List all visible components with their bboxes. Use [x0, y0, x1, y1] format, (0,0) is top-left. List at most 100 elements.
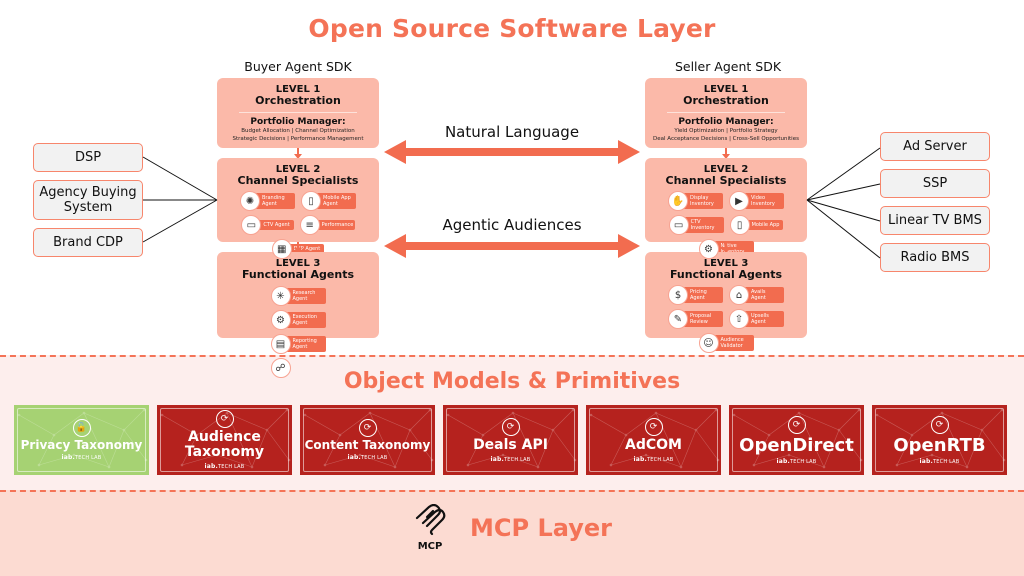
connector-line	[806, 199, 881, 222]
iab-tech-lab-logo: iab.TECH LAB	[348, 454, 388, 461]
brand-bold: iab.	[204, 463, 219, 470]
level-label: LEVEL 2	[703, 164, 749, 175]
brand-text: TECH LAB	[361, 455, 388, 461]
network-icon: ✳	[270, 286, 291, 306]
mcp-logo-icon	[415, 503, 446, 536]
mobile-icon: ▯	[729, 215, 750, 235]
tile-name: OpenDirect	[739, 434, 854, 456]
tile-border	[732, 408, 861, 472]
tile-name: Content Taxonomy	[304, 438, 431, 452]
buyer-system-box: Brand CDP	[33, 228, 143, 257]
seller-level2-box: LEVEL 2 Channel Specialists ✋Display Inv…	[645, 158, 807, 259]
connector-line	[806, 183, 881, 201]
brand-text: TECH LAB	[647, 456, 674, 463]
agent-item: ⚙Execution Agent	[270, 310, 326, 330]
agent-list: ✺Branding Agent ▯Mobile App Agent ▭CTV Age…	[217, 187, 379, 259]
buyer-level1-box: LEVEL 1 Orchestration Portfolio Manager:…	[217, 78, 379, 148]
portfolio-manager-line: Deal Acceptance Decisions | Cross-Sell O…	[653, 136, 799, 142]
brand-text: TECH LAB	[75, 455, 102, 461]
agent-item: ✺Branding Agent	[240, 191, 295, 211]
tv-icon: ▭	[668, 215, 689, 235]
agent-label: Proposal Review	[683, 311, 723, 327]
agent-label: Display Inventory	[683, 193, 723, 209]
display-hand-icon: ✋	[668, 191, 688, 211]
tile-name: AdCOM	[625, 436, 682, 453]
level-name: Channel Specialists	[237, 174, 359, 187]
lock-open-icon: 🔓	[72, 419, 91, 437]
buyer-system-box: Agency Buying System	[33, 180, 143, 220]
agent-item: ▤Reporting Agent	[270, 334, 326, 354]
agent-item: ▭CTV Inventory	[668, 215, 724, 235]
down-arrow	[294, 242, 302, 253]
divider	[239, 112, 357, 113]
agent-item: ✎Proposal Review	[668, 309, 723, 329]
mobile-icon: ▯	[301, 191, 321, 211]
seller-system-box: Ad Server	[880, 132, 990, 161]
agent-item: $Pricing Agent	[668, 285, 723, 305]
agent-label: Research Agent	[285, 288, 326, 304]
natural-language-label: Natural Language	[444, 123, 580, 141]
buyer-system-box: DSP	[33, 143, 143, 172]
level-label: LEVEL 3	[703, 258, 749, 269]
agent-item: ⇧Upsells Agent	[729, 309, 784, 329]
dsp-icon: ▦	[271, 239, 292, 259]
tile-border	[589, 408, 718, 472]
agent-label: Execution Agent	[285, 312, 326, 328]
agent-item: ✳Research Agent	[270, 286, 326, 306]
avails-icon: ⌂	[729, 285, 749, 305]
level-name: Orchestration	[683, 94, 769, 107]
brand-text: TECH LAB	[218, 464, 245, 470]
execution-gear-icon: ⚙	[270, 310, 291, 330]
object-tile: ⟳Audience Taxonomy iab.TECH LAB	[157, 405, 292, 475]
agent-item: ✋Display Inventory	[668, 191, 723, 211]
mcp-logo-text: MCP	[417, 541, 443, 552]
tv-icon: ▭	[241, 215, 262, 235]
agentic-audiences-arrow	[384, 234, 640, 258]
seller-level1-box: LEVEL 1 Orchestration Portfolio Manager:…	[645, 78, 807, 148]
network-pattern	[17, 408, 148, 469]
agent-label: Performance	[314, 220, 355, 230]
seller-level3-box: LEVEL 3 Functional Agents $Pricing Agent…	[645, 252, 807, 353]
natural-language-arrow	[384, 140, 640, 164]
brand-bold: iab.	[633, 455, 648, 463]
cube-cycle-icon: ⟳	[644, 417, 663, 436]
agent-list: ✋Display Inventory ▶Video Inventory▭CTV I…	[645, 187, 807, 259]
down-arrow	[722, 242, 730, 253]
tile-name: Audience Taxonomy	[184, 429, 265, 460]
agent-item: ▯Mobile App Agent	[301, 191, 356, 211]
buyer-level2-box: LEVEL 2 Channel Specialists ✺Branding Ag…	[217, 158, 379, 259]
network-pattern	[875, 408, 1006, 469]
level-label: LEVEL 3	[275, 258, 321, 269]
brain-icon: ✺	[240, 191, 260, 211]
agent-label: CTV Agent	[256, 220, 294, 230]
iab-tech-lab-logo: iab.TECH LAB	[62, 454, 102, 461]
down-arrow	[294, 148, 302, 159]
agent-label: Reporting Agent	[285, 336, 326, 352]
buyer-level3-box: LEVEL 3 Functional Agents ✳Research Agen…	[217, 252, 379, 378]
agent-label: Avails Agent	[744, 287, 784, 303]
tile-name: Deals API	[473, 436, 548, 453]
level-label: LEVEL 2	[275, 164, 321, 175]
agent-label: Branding Agent	[255, 193, 295, 209]
seller-system-box: Linear TV BMS	[880, 206, 990, 235]
object-models-title: Object Models & Primitives	[343, 369, 681, 394]
iab-tech-lab-logo: iab.TECH LAB	[205, 463, 245, 470]
performance-icon: ≡	[299, 215, 320, 235]
level-name: Functional Agents	[669, 268, 783, 281]
iab-tech-lab-logo: iab.TECH LAB	[920, 458, 960, 465]
portfolio-manager-line: Yield Optimization | Portfolio Strategy	[674, 128, 778, 134]
network-pattern	[732, 408, 863, 469]
agent-list: $Pricing Agent ⌂Avails Agent ✎Proposal Rev…	[645, 281, 807, 353]
cube-cycle-icon: ⟳	[787, 415, 806, 434]
portfolio-manager-line: Strategic Decisions | Performance Manage…	[232, 136, 364, 142]
agent-item: ▦DSP Agent	[271, 239, 325, 259]
buyer-sdk-title: Buyer Agent SDK	[244, 59, 352, 74]
cube-cycle-icon: ⟳	[215, 410, 234, 428]
agent-item: ▶Video Inventory	[729, 191, 784, 211]
agent-label: DSP Agent	[286, 244, 325, 254]
brand-bold: iab.	[919, 457, 934, 465]
